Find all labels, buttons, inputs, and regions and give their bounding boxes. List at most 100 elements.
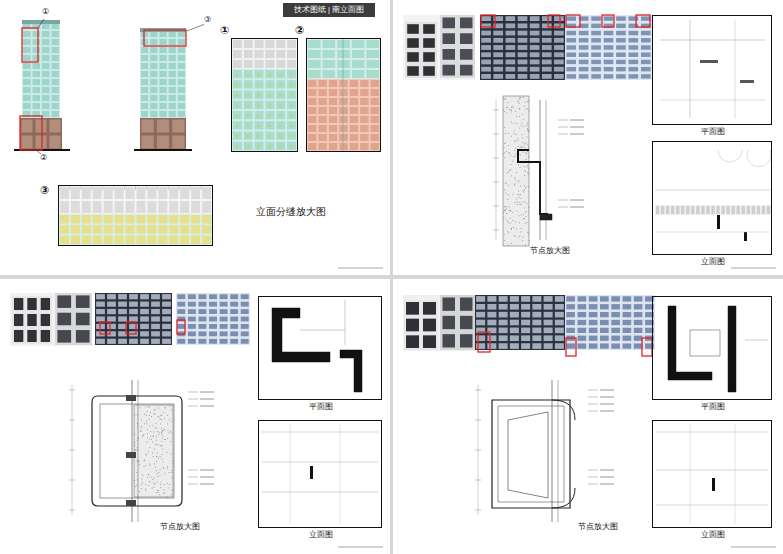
window xyxy=(591,16,601,20)
window xyxy=(406,302,419,315)
window xyxy=(487,304,496,310)
dimension-tick xyxy=(475,420,481,421)
hatch-dot xyxy=(513,235,515,237)
marker xyxy=(258,135,260,137)
window xyxy=(22,120,33,133)
hatch-dot xyxy=(508,152,510,154)
hatch-dot xyxy=(524,106,526,108)
window xyxy=(329,116,337,123)
window xyxy=(308,98,316,105)
window xyxy=(158,236,167,244)
hatch-dot xyxy=(144,413,146,415)
drawing-frame: 平面图 xyxy=(258,296,382,400)
hatch-dot xyxy=(147,433,149,435)
window xyxy=(159,47,166,53)
highlight-box xyxy=(642,338,652,356)
hatch-dot xyxy=(149,414,151,416)
window xyxy=(360,98,368,105)
hatch-dot xyxy=(505,192,507,194)
drawing-title: 节点放大图 xyxy=(578,523,618,532)
window xyxy=(521,335,530,341)
hatch-dot xyxy=(503,212,505,214)
window xyxy=(142,120,154,133)
window xyxy=(510,312,519,318)
drawing-frame: ② xyxy=(306,38,381,152)
window xyxy=(423,24,435,34)
hatch-dot xyxy=(163,468,165,470)
drawing-frame: 立面图 xyxy=(258,420,382,528)
facade xyxy=(140,30,186,118)
window xyxy=(350,125,358,132)
hatch-dot xyxy=(148,451,150,453)
hatch-dot xyxy=(522,142,524,144)
hatch-dot xyxy=(522,126,524,128)
drawing-frame: ③ xyxy=(58,185,213,246)
window xyxy=(532,328,541,334)
hatch-dot xyxy=(516,115,518,117)
window xyxy=(141,111,148,117)
window xyxy=(23,55,31,61)
window xyxy=(481,52,491,57)
window xyxy=(443,334,456,347)
hatch-dot xyxy=(525,171,527,173)
window xyxy=(266,121,275,129)
column-outline xyxy=(492,400,570,508)
window xyxy=(339,80,347,87)
window xyxy=(371,116,379,123)
window xyxy=(493,52,503,57)
window xyxy=(542,74,552,79)
note-mark xyxy=(600,389,614,390)
window xyxy=(162,316,171,321)
hatch-dot xyxy=(504,111,506,113)
drawing-rect xyxy=(700,60,718,63)
window xyxy=(42,87,50,93)
window xyxy=(202,187,211,199)
callout-number: ③ xyxy=(40,184,49,196)
hatch-dot xyxy=(522,236,524,238)
hatch-dot xyxy=(149,446,151,448)
hatch-dot xyxy=(150,412,152,414)
hatch-dot xyxy=(524,201,526,203)
drawing-line xyxy=(262,432,378,433)
marker xyxy=(290,125,292,127)
hatch-dot xyxy=(525,108,527,110)
window xyxy=(198,331,206,336)
hatch-dot xyxy=(504,127,506,129)
hatch-dot xyxy=(509,109,511,111)
drawing-line xyxy=(558,380,559,522)
hatch-dot xyxy=(161,441,163,443)
window xyxy=(611,296,620,301)
window xyxy=(443,316,456,329)
column-outline xyxy=(92,396,182,506)
marker xyxy=(268,74,270,76)
window xyxy=(604,38,614,42)
window xyxy=(57,295,71,308)
hatch-dot xyxy=(522,214,524,216)
window xyxy=(726,206,729,214)
marker xyxy=(236,94,238,96)
window xyxy=(230,309,238,314)
window xyxy=(600,343,609,348)
hatch-dot xyxy=(508,244,510,246)
window xyxy=(266,111,275,119)
drawing-line xyxy=(262,492,378,493)
hatch-dot xyxy=(143,423,145,425)
window xyxy=(339,107,347,114)
window xyxy=(521,320,530,326)
window xyxy=(115,187,124,199)
window xyxy=(544,304,553,310)
window xyxy=(460,65,473,76)
hatch-dot xyxy=(153,431,155,433)
window xyxy=(266,50,275,58)
hatch-dot xyxy=(151,487,153,489)
window xyxy=(460,316,473,329)
window xyxy=(339,116,347,123)
leader-line xyxy=(188,399,198,400)
hatch-dot xyxy=(527,108,529,110)
window xyxy=(706,206,709,214)
marker xyxy=(258,74,260,76)
hatch-dot xyxy=(513,122,515,124)
window xyxy=(96,309,105,314)
bracket xyxy=(540,214,552,220)
hatch-dot xyxy=(167,496,169,498)
